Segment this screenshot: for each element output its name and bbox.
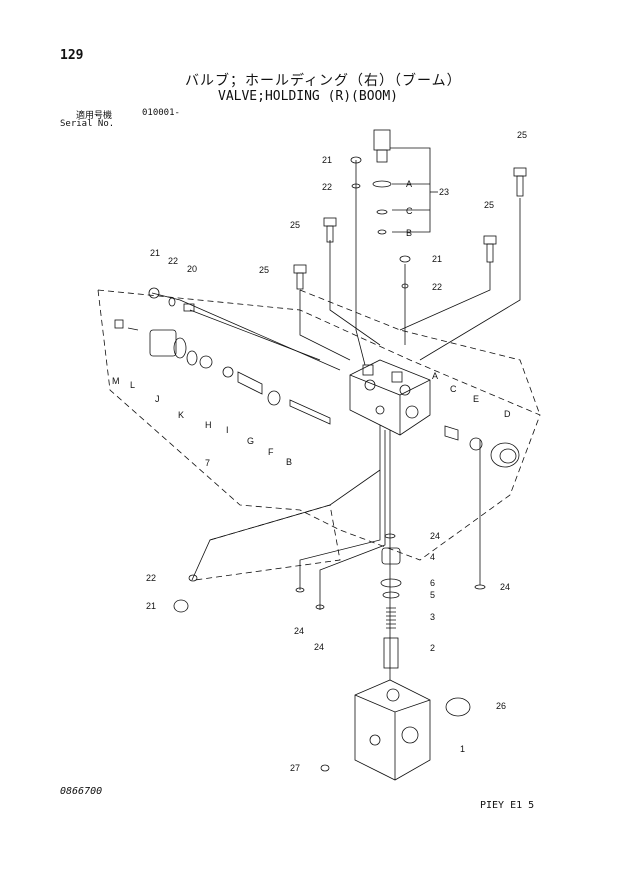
callout-label: A bbox=[432, 371, 438, 381]
callout-label: 25 bbox=[517, 130, 527, 140]
plugs-and-orings bbox=[148, 156, 411, 613]
callout-label: J bbox=[155, 394, 160, 404]
callout-label: 25 bbox=[484, 200, 494, 210]
callout-label: 21 bbox=[432, 254, 442, 264]
callout-label: 1 bbox=[460, 744, 465, 754]
callout-label: 22 bbox=[168, 256, 178, 266]
page-number: 129 bbox=[60, 48, 84, 63]
page-reference: PIEY E1 5 bbox=[480, 800, 535, 811]
callout-label: H bbox=[205, 420, 212, 430]
callout-label: 22 bbox=[322, 182, 332, 192]
callout-label: 21 bbox=[322, 155, 332, 165]
callout-label: D bbox=[504, 409, 511, 419]
callout-label: 24 bbox=[430, 531, 440, 541]
callout-label: B bbox=[406, 228, 412, 238]
callout-label: 3 bbox=[430, 612, 435, 622]
callout-label: 23 bbox=[439, 187, 449, 197]
callout-label: 21 bbox=[146, 601, 156, 611]
spool-parts bbox=[114, 319, 520, 468]
callout-label: 5 bbox=[430, 590, 435, 600]
bolts-25 bbox=[293, 167, 527, 290]
callout-label: 25 bbox=[259, 265, 269, 275]
serial-label-japanese: 適用号機 bbox=[76, 111, 113, 121]
callout-label: 21 bbox=[150, 248, 160, 258]
callout-label: 26 bbox=[496, 701, 506, 711]
callout-label: 6 bbox=[430, 578, 435, 588]
callout-label: A bbox=[406, 179, 412, 189]
callout-label: B bbox=[286, 457, 292, 467]
assembly-boundary bbox=[97, 289, 541, 581]
callout-label: 22 bbox=[146, 573, 156, 583]
callout-labels: 25 21 22 A 23 C B 25 25 21 25 22 21 22 2… bbox=[112, 130, 527, 773]
callout-label: F bbox=[268, 447, 274, 457]
leader-lines bbox=[151, 147, 521, 680]
valve-body-upper bbox=[349, 359, 431, 436]
drawing-code: 0866700 bbox=[60, 786, 103, 797]
callout-label: E bbox=[473, 394, 479, 404]
callout-label: C bbox=[406, 206, 413, 216]
valve-body-lower bbox=[320, 679, 471, 781]
callout-label: 7 bbox=[205, 458, 210, 468]
title-japanese: バルブ；ホールディング（右）（ブーム） bbox=[185, 73, 462, 89]
callout-label: 2 bbox=[430, 643, 435, 653]
callout-label: 24 bbox=[500, 582, 510, 592]
callout-label: 24 bbox=[294, 626, 304, 636]
serial-label-english: Serial No. bbox=[60, 119, 115, 129]
callout-label: M bbox=[112, 376, 120, 386]
callout-label: 24 bbox=[314, 642, 324, 652]
callout-label: G bbox=[247, 436, 254, 446]
title-english: VALVE;HOLDING (R)(BOOM) bbox=[218, 89, 399, 104]
callout-label: K bbox=[178, 410, 184, 420]
callout-label: 27 bbox=[290, 763, 300, 773]
callout-label: C bbox=[450, 384, 457, 394]
callout-label: 22 bbox=[432, 282, 442, 292]
callout-label: I bbox=[226, 425, 229, 435]
callout-label: 4 bbox=[430, 552, 435, 562]
cartridge-23 bbox=[372, 129, 392, 235]
serial-value: 010001- bbox=[142, 108, 180, 118]
callout-label: 20 bbox=[187, 264, 197, 274]
callout-label: 25 bbox=[290, 220, 300, 230]
lower-stack bbox=[295, 533, 486, 669]
callout-label: L bbox=[130, 380, 135, 390]
